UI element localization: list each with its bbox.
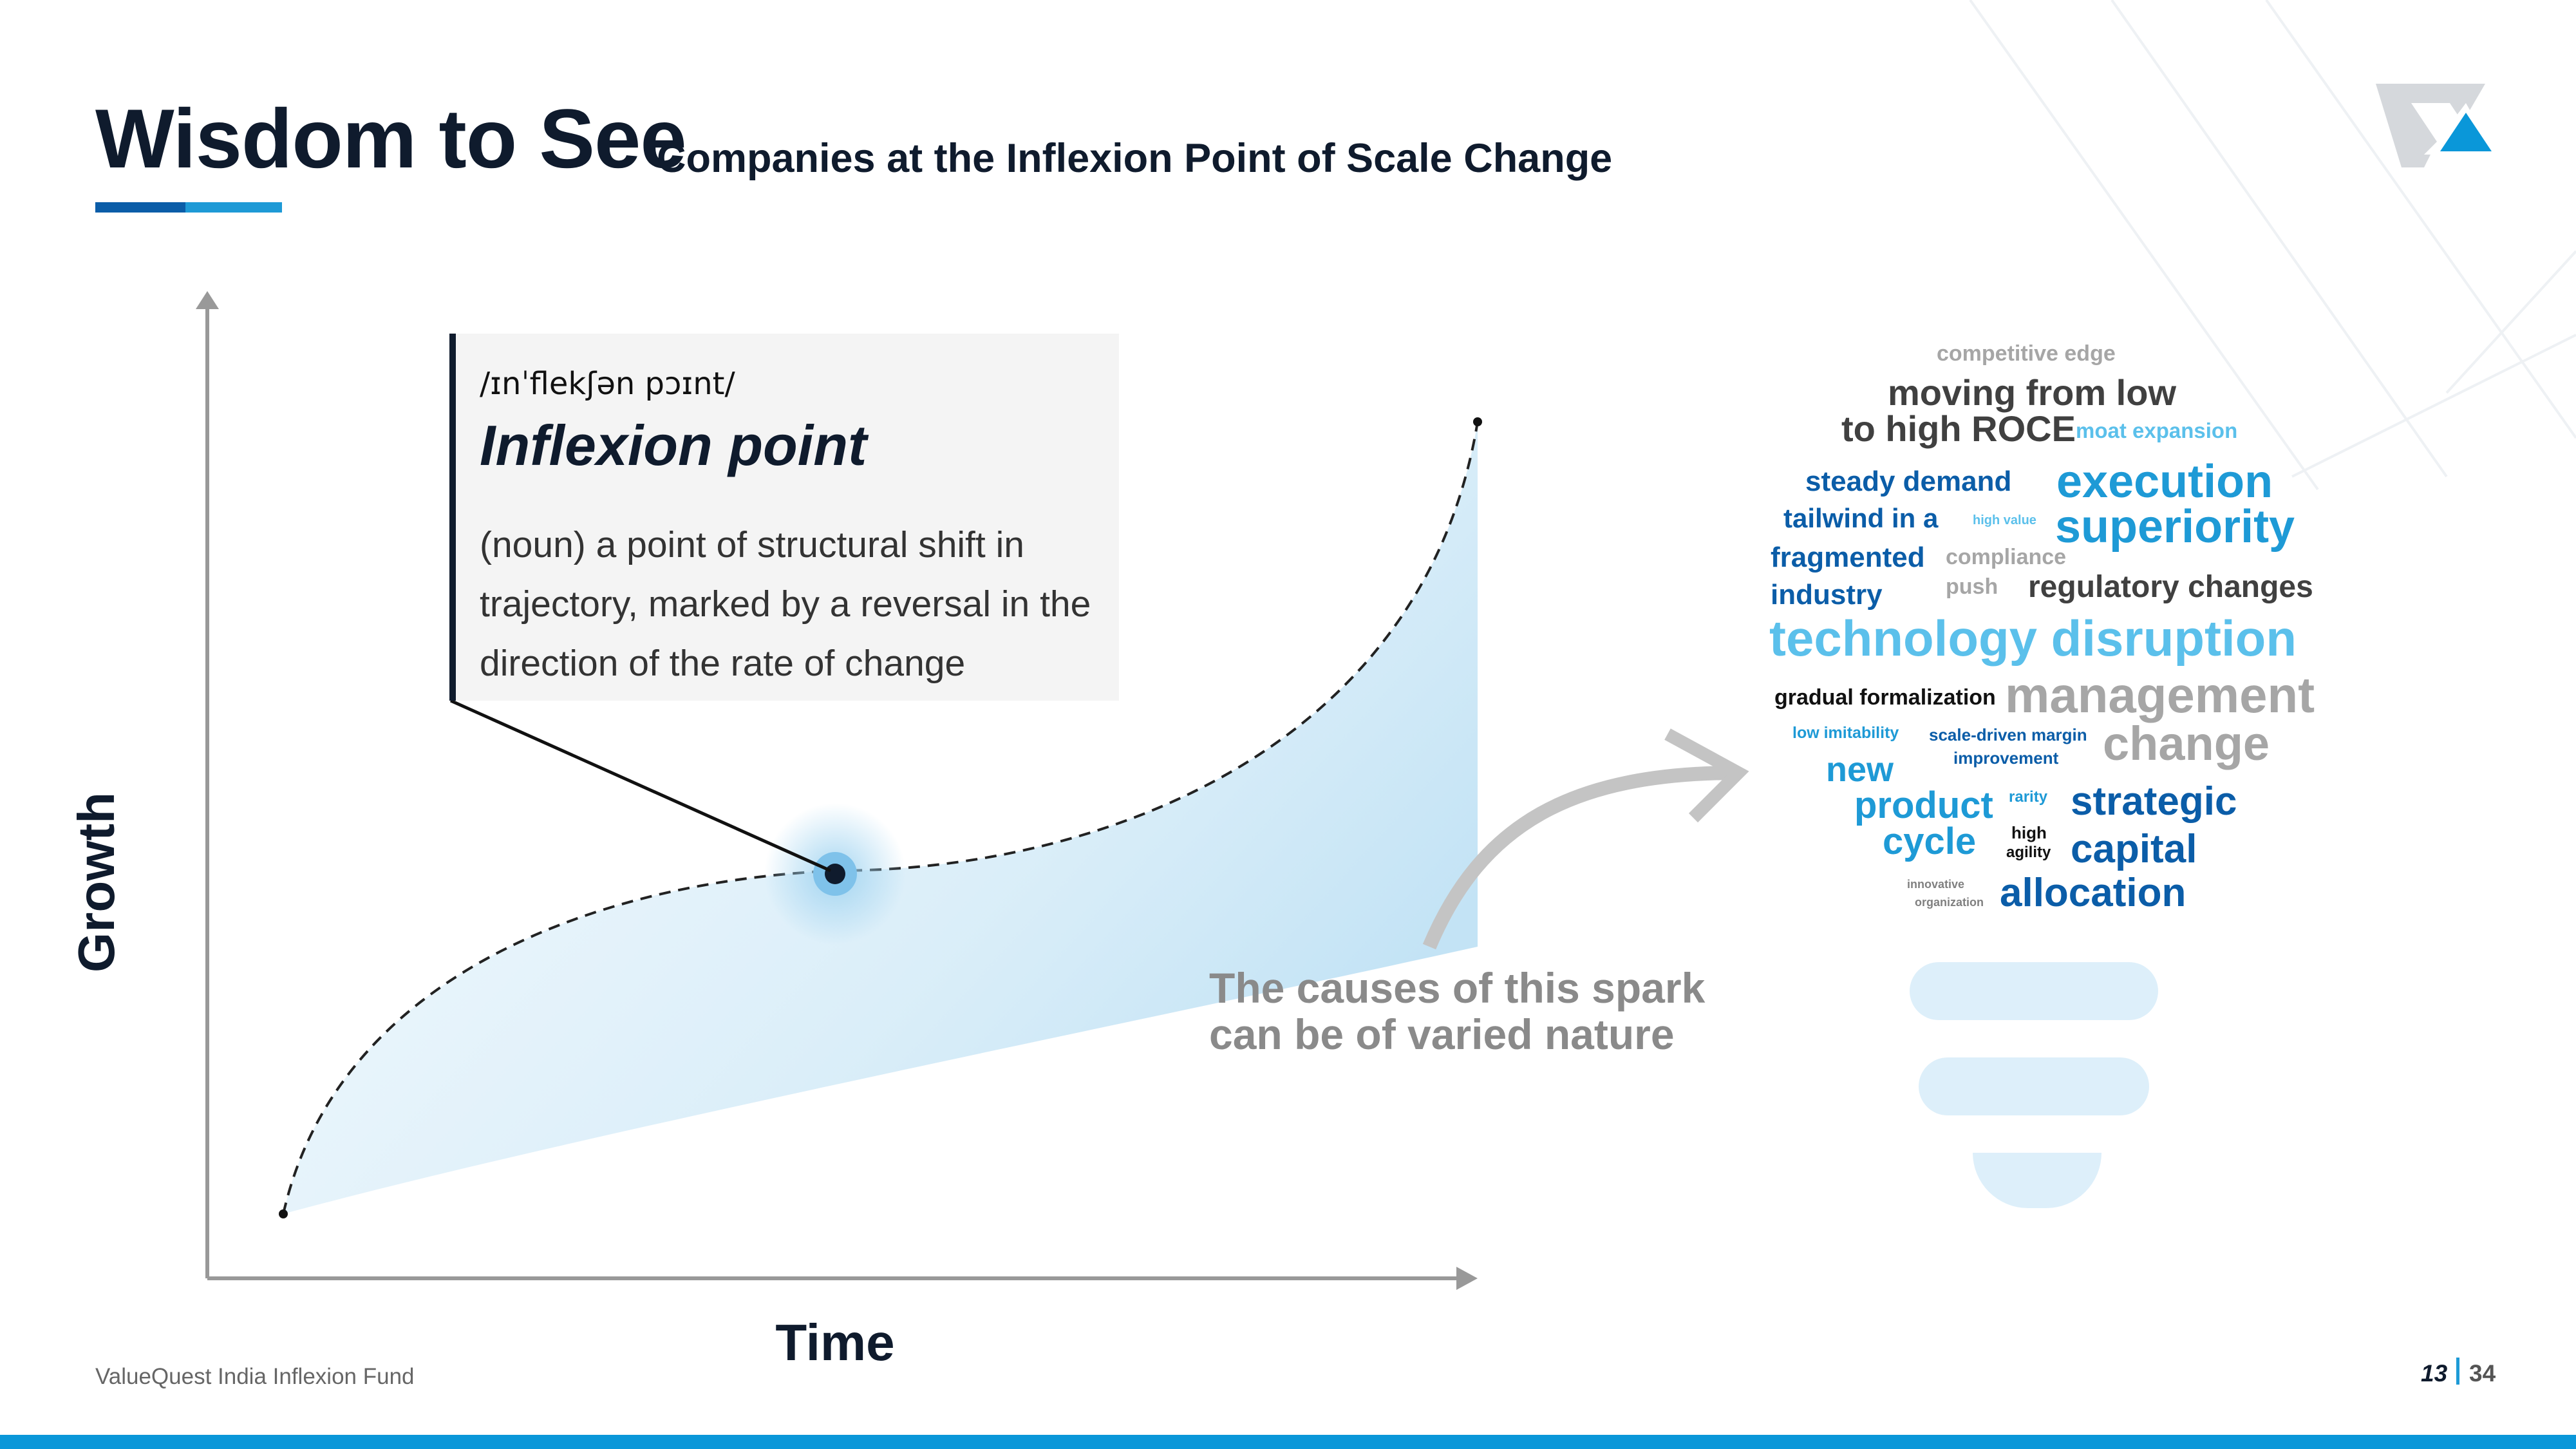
- page-number: 13: [2421, 1360, 2448, 1387]
- word-low-imitability: low imitability: [1792, 724, 1899, 742]
- bulb-base-segment-1: [1910, 962, 2158, 1020]
- definition-term: Inflexion point: [480, 413, 867, 477]
- word-scale-driven-margin: scale-driven margin: [1929, 725, 2087, 744]
- page-number-separator: [2456, 1358, 2459, 1385]
- word-industry: industry: [1771, 579, 1883, 611]
- growth-curve-chart: [196, 291, 1482, 1290]
- page-title: Wisdom to See: [95, 91, 687, 185]
- page-subtitle: Companies at the Inflexion Point of Scal…: [657, 136, 1613, 181]
- curve-end-dot: [1473, 417, 1482, 426]
- word-product: product: [1854, 784, 1993, 826]
- definition-phonetic: /ɪnˈflekʃən pɔɪnt/: [480, 366, 735, 402]
- inflexion-point-marker: [825, 864, 845, 884]
- background-lines-decoration: [1969, 0, 2576, 491]
- word-change: change: [2103, 717, 2270, 770]
- curve-shaded-area: [283, 422, 1478, 1214]
- word-capital: capital: [2071, 827, 2197, 871]
- bulb-base-tip: [1973, 1153, 2101, 1208]
- word-fragmented: fragmented: [1771, 542, 1925, 573]
- title-underline-light: [185, 202, 282, 213]
- word-cycle: cycle: [1883, 820, 1977, 862]
- word-gradual-formalization: gradual formalization: [1774, 685, 1996, 710]
- word-allocation: allocation: [2000, 871, 2186, 915]
- word-agility: agility: [2006, 844, 2051, 861]
- word-tailwind-in-a: tailwind in a: [1783, 503, 1939, 533]
- word-improvement: improvement: [1953, 748, 2059, 768]
- company-logo-icon: [2376, 84, 2495, 167]
- word-innovative: innovative: [1907, 878, 1965, 891]
- word-rarity: rarity: [2009, 788, 2048, 806]
- word-management: management: [2005, 667, 2315, 723]
- bulb-base-segment-2: [1919, 1057, 2149, 1115]
- curved-arrow-icon: [1422, 728, 1749, 950]
- definition-leader-line: [449, 699, 832, 873]
- page-total: 34: [2469, 1360, 2496, 1387]
- curve-start-dot: [279, 1209, 288, 1218]
- definition-text: (noun) a point of structural shift in tr…: [480, 524, 1091, 684]
- x-axis-label: Time: [775, 1314, 895, 1371]
- y-axis-label: Growth: [68, 792, 125, 972]
- word-new: new: [1826, 750, 1894, 789]
- x-axis-arrow-icon: [1456, 1267, 1478, 1290]
- footer-fund-name: ValueQuest India Inflexion Fund: [95, 1364, 415, 1389]
- word-high: high: [2011, 823, 2047, 842]
- word-technology-disruption: technology disruption: [1769, 610, 2297, 667]
- y-axis-arrow-icon: [196, 291, 219, 309]
- word-organization: organization: [1915, 896, 1984, 909]
- word-strategic: strategic: [2071, 779, 2237, 824]
- definition-box: [449, 334, 1119, 701]
- title-underline-dark: [95, 202, 185, 213]
- causes-callout-text: The causes of this spark can be of varie…: [1209, 964, 1706, 1058]
- bottom-accent-bar: [0, 1435, 2576, 1449]
